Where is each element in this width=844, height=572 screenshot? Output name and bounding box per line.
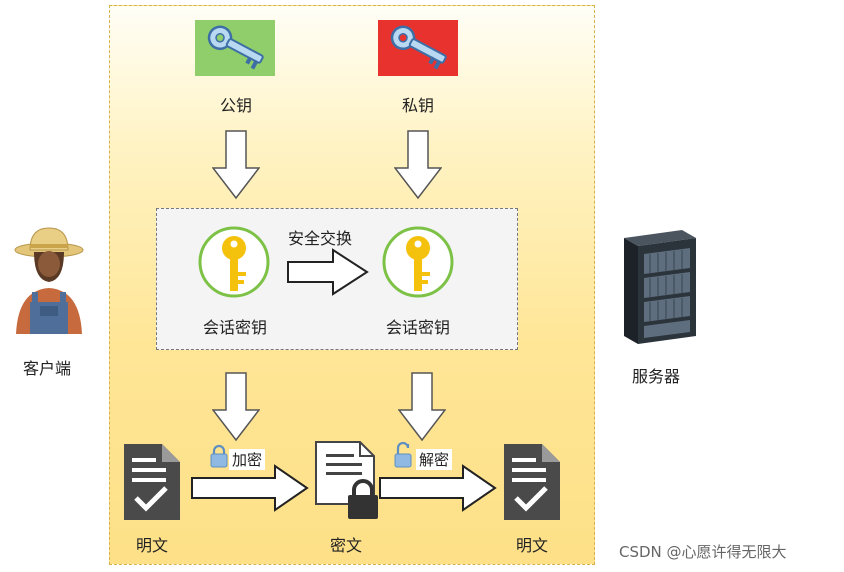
session-key-server-icon xyxy=(382,226,454,298)
encrypt-label: 加密 xyxy=(229,449,266,470)
right-arrow-icon xyxy=(191,464,309,512)
ciphertext-document-icon xyxy=(315,441,378,519)
client-avatar-icon xyxy=(14,227,84,334)
right-arrow-icon xyxy=(379,464,497,512)
key-exchange-label: 安全交换 xyxy=(287,229,353,248)
right-arrow-icon xyxy=(287,248,369,296)
server-label: 服务器 xyxy=(631,367,681,386)
down-arrow-icon xyxy=(212,372,260,442)
plaintext-left-label: 明文 xyxy=(135,536,169,555)
session-key-server-label: 会话密钥 xyxy=(385,318,451,337)
private-key-icon xyxy=(378,20,458,76)
down-arrow-icon xyxy=(394,130,442,200)
watermark-text: CSDN @心愿许得无限大 xyxy=(619,543,787,561)
down-arrow-icon xyxy=(398,372,446,442)
ciphertext-label: 密文 xyxy=(329,536,363,555)
plaintext-document-icon xyxy=(124,444,180,520)
plaintext-right-label: 明文 xyxy=(515,536,549,555)
decrypt-label: 解密 xyxy=(416,449,453,470)
session-key-client-icon xyxy=(198,226,270,298)
public-key-icon xyxy=(195,20,275,76)
client-label: 客户端 xyxy=(22,359,72,378)
server-icon xyxy=(624,230,696,344)
lock-closed-icon xyxy=(210,444,228,468)
public-key-label: 公钥 xyxy=(219,96,253,115)
plaintext-document-icon xyxy=(504,444,560,520)
down-arrow-icon xyxy=(212,130,260,200)
lock-open-icon xyxy=(394,441,412,468)
private-key-label: 私钥 xyxy=(401,96,435,115)
session-key-client-label: 会话密钥 xyxy=(202,318,268,337)
